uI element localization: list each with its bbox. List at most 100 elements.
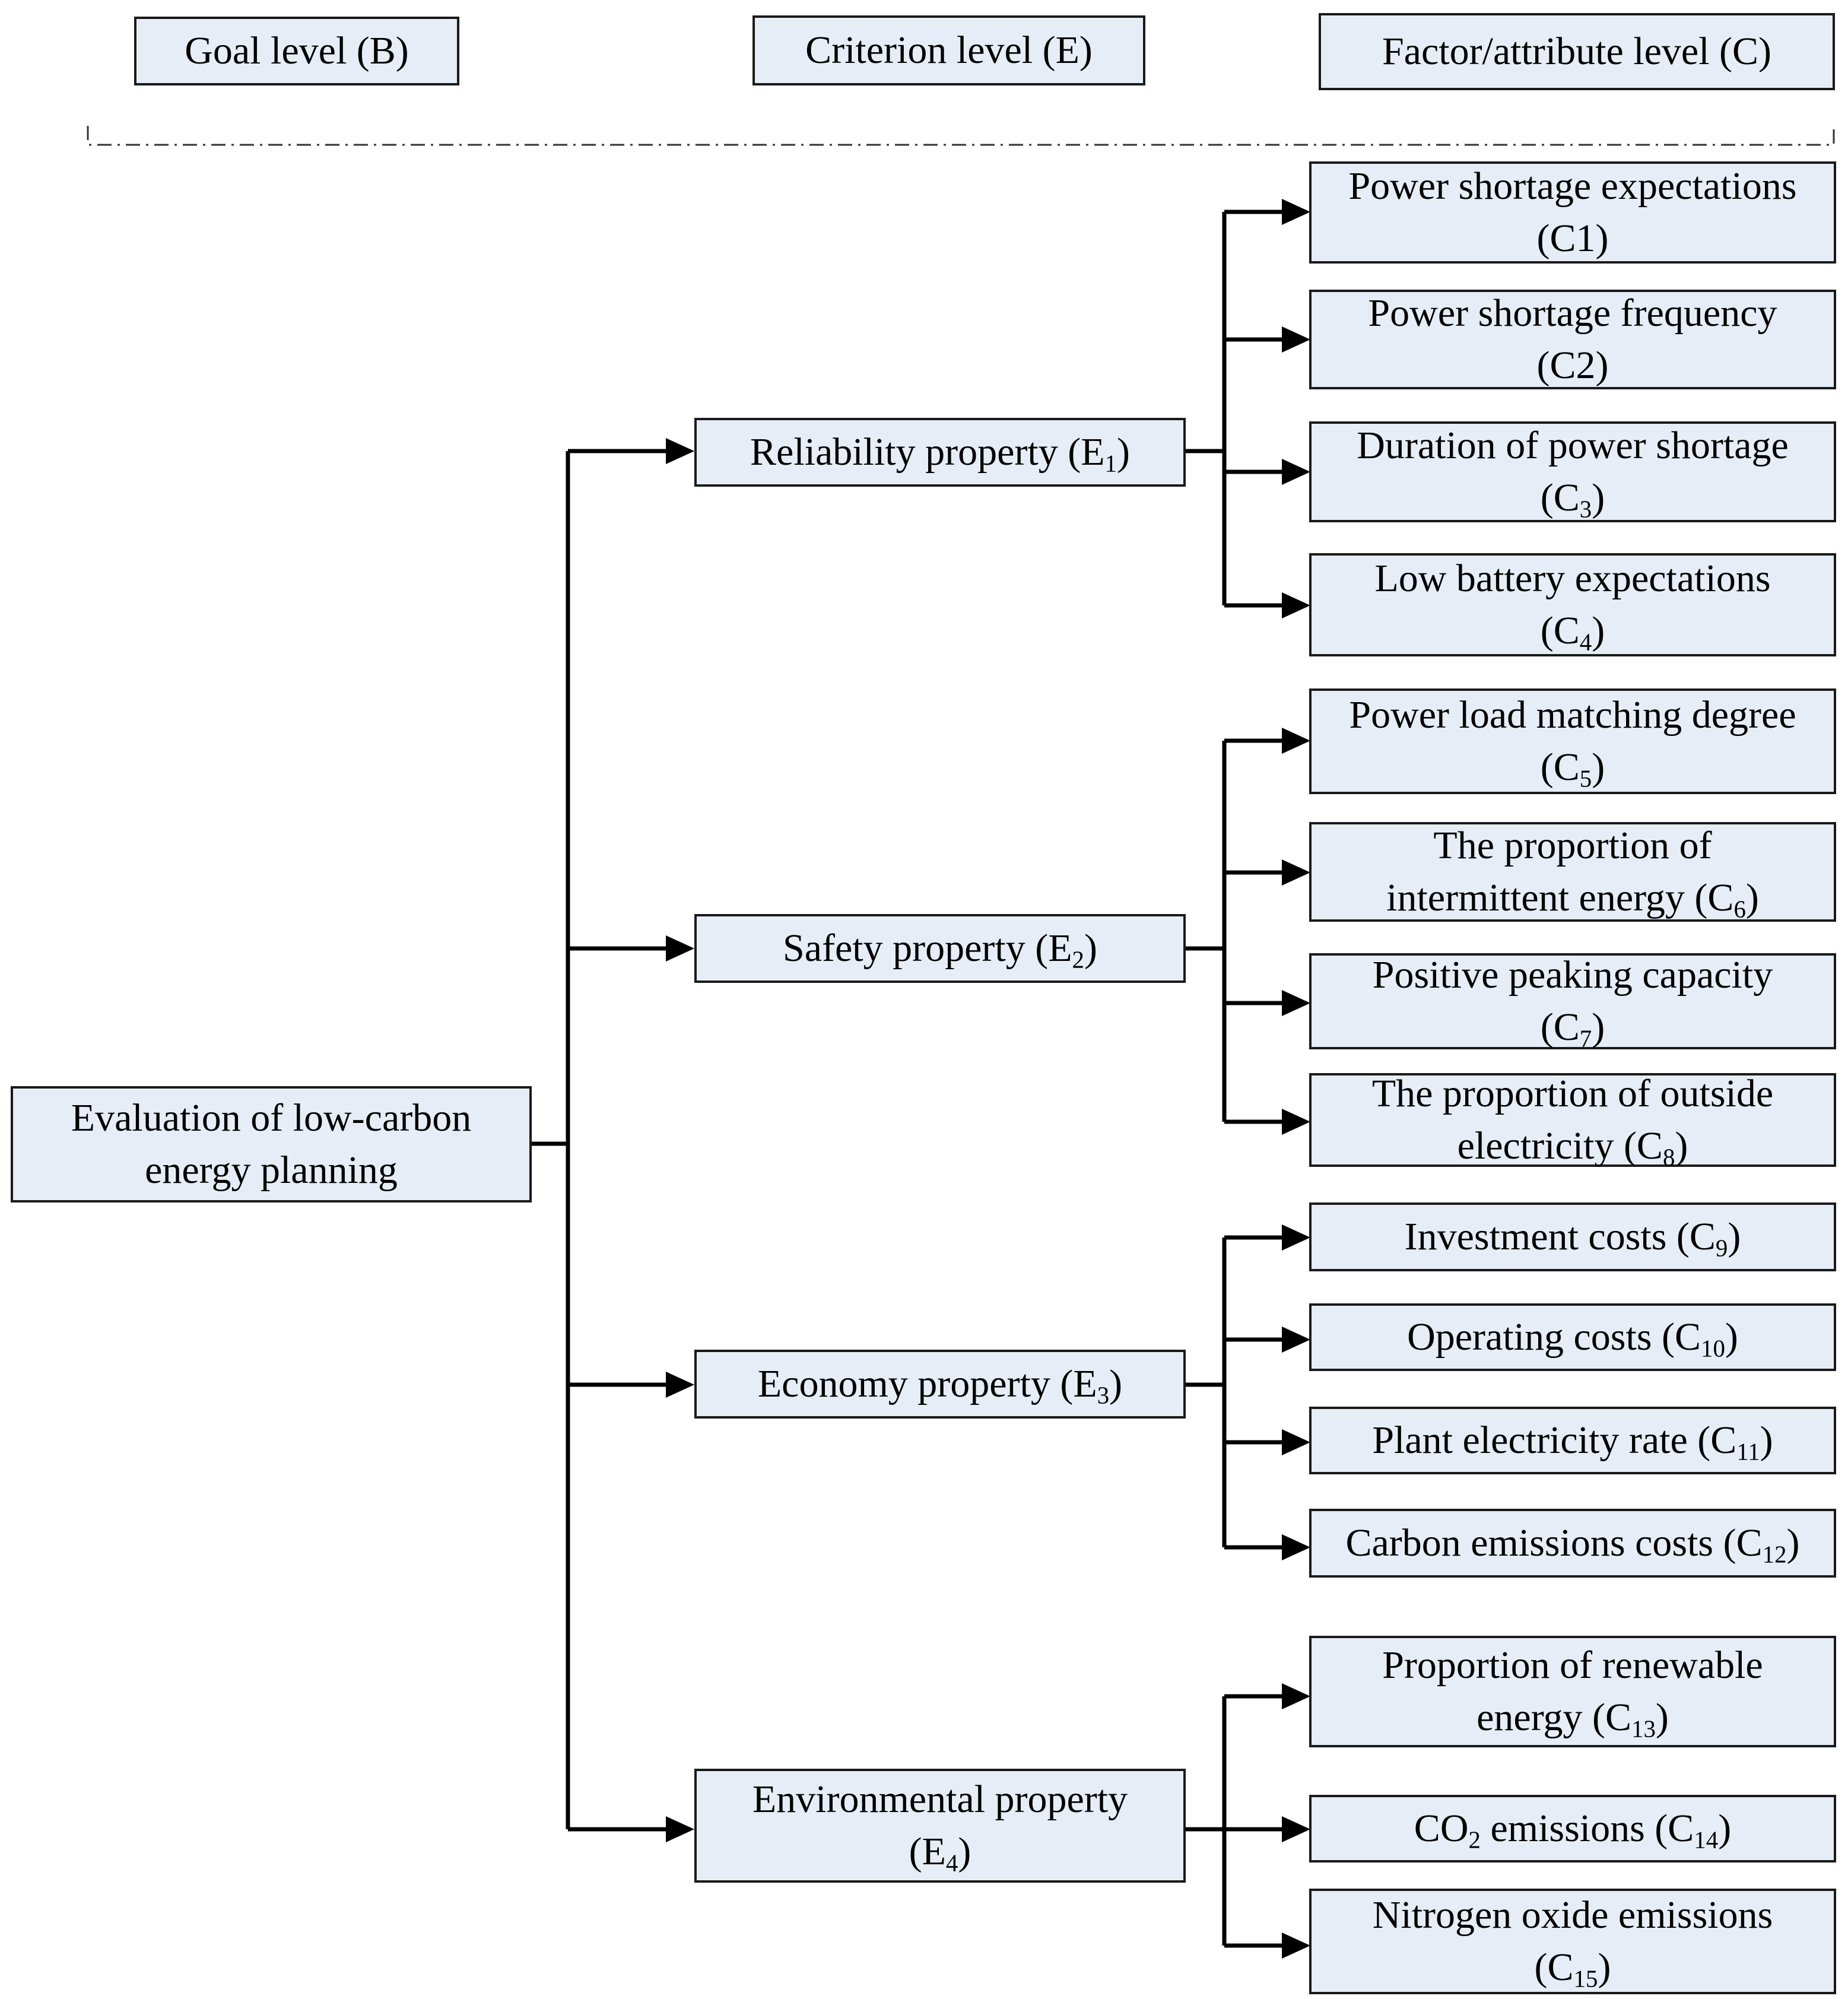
- factor-c5: Power load matching degree (C5): [1309, 688, 1836, 794]
- criterion-e3-sub: 3: [1097, 1382, 1110, 1409]
- factor-c5-open: (C: [1540, 745, 1580, 789]
- factor-c7: Positive peaking capacity (C7): [1309, 953, 1836, 1052]
- factor-c12-sub: 12: [1762, 1541, 1787, 1568]
- factor-c3-open: (C: [1540, 476, 1580, 519]
- factor-c5-line1: Power load matching degree: [1349, 693, 1796, 737]
- factor-c9-close: ): [1728, 1215, 1741, 1258]
- criterion-e4-label-line2: (E: [909, 1830, 946, 1873]
- factor-c3: Duration of power shortage (C3): [1309, 421, 1836, 522]
- factor-c6-line1: The proportion of: [1433, 824, 1712, 867]
- header-factor-label: Factor/attribute level (C): [1382, 30, 1772, 73]
- factor-c8: The proportion of outside electricity (C8…: [1309, 1072, 1836, 1171]
- factor-c13: Proportion of renewable energy (C13): [1309, 1636, 1836, 1747]
- header-goal-label: Goal level (B): [185, 29, 409, 72]
- factor-c10-sub: 10: [1701, 1335, 1725, 1362]
- factor-c13-sub: 13: [1631, 1715, 1656, 1743]
- criterion-e2-label: Safety property (E: [783, 926, 1072, 970]
- factor-c8-line2: electricity (C: [1457, 1124, 1663, 1167]
- factor-c3-sub: 3: [1579, 496, 1592, 523]
- e1-branch: [1186, 199, 1310, 618]
- factor-c4-close: ): [1592, 609, 1605, 652]
- factor-c4-line1: Low battery expectations: [1374, 557, 1771, 600]
- criterion-e4: Environmental property (E4): [694, 1769, 1186, 1883]
- factor-c15-sub: 15: [1573, 1965, 1598, 1992]
- goal-box: Evaluation of low-carbon energy planning: [11, 1086, 532, 1202]
- factor-c7-sub: 7: [1579, 1025, 1592, 1052]
- factor-c3-close: ): [1592, 476, 1605, 519]
- factor-c13-close: ): [1655, 1696, 1669, 1739]
- criteria-arrows: [568, 438, 694, 1842]
- factor-c11-sub: 11: [1736, 1438, 1760, 1465]
- factor-c14-close: ): [1718, 1807, 1732, 1850]
- factor-c1-line2: (C1): [1536, 217, 1609, 260]
- e2-branch: [1186, 728, 1310, 1135]
- factor-c14-pre-sub: 2: [1468, 1826, 1481, 1854]
- goal-line-2: energy planning: [145, 1148, 398, 1192]
- factor-c2-line2: (C2): [1536, 344, 1609, 387]
- factor-c14-pre: CO: [1414, 1807, 1469, 1850]
- factor-c6-line2: intermittent energy (C: [1386, 876, 1734, 919]
- criterion-e2: Safety property (E2): [694, 914, 1186, 983]
- factor-c14-sub: 14: [1694, 1826, 1719, 1854]
- criterion-e2-close: ): [1084, 926, 1097, 970]
- factor-c13-line1: Proportion of renewable: [1382, 1643, 1763, 1687]
- factor-c11-label: Plant electricity rate (C: [1372, 1419, 1737, 1462]
- factor-c14: CO2 emissions (C14): [1309, 1795, 1836, 1862]
- header-goal-level: Goal level (B): [134, 17, 459, 85]
- factor-c12-close: ): [1786, 1521, 1800, 1565]
- criterion-e3-close: ): [1109, 1362, 1123, 1405]
- factor-c8-close: ): [1675, 1124, 1688, 1167]
- factor-c5-sub: 5: [1579, 765, 1592, 792]
- factor-c8-sub: 8: [1662, 1144, 1675, 1171]
- criterion-e3-label: Economy property (E: [757, 1362, 1097, 1405]
- factor-c12-label: Carbon emissions costs (C: [1345, 1521, 1763, 1565]
- factor-c10-close: ): [1725, 1315, 1738, 1359]
- criterion-e4-close: ): [958, 1830, 971, 1873]
- factor-c6-close: ): [1745, 876, 1759, 919]
- factor-c1-line1: Power shortage expectations: [1348, 164, 1797, 208]
- criterion-e4-sub: 4: [945, 1849, 958, 1877]
- factor-c9-label: Investment costs (C: [1404, 1215, 1716, 1258]
- factor-c7-close: ): [1592, 1005, 1605, 1049]
- criterion-e4-label-line1: Environmental property: [752, 1778, 1128, 1821]
- factor-c11-close: ): [1760, 1419, 1773, 1462]
- factor-c11: Plant electricity rate (C11): [1309, 1407, 1836, 1474]
- factor-c2-line1: Power shortage frequency: [1368, 291, 1777, 335]
- e4-branch: [1186, 1683, 1310, 1959]
- criterion-e1: Reliability property (E1): [694, 418, 1186, 487]
- factor-c3-line1: Duration of power shortage: [1357, 424, 1789, 467]
- criterion-e1-sub: 1: [1104, 450, 1117, 477]
- factor-c1: Power shortage expectations (C1): [1309, 161, 1836, 264]
- criterion-e1-close: ): [1116, 430, 1130, 474]
- factor-c14-label: emissions (C: [1480, 1807, 1694, 1850]
- factor-c2: Power shortage frequency (C2): [1309, 290, 1836, 389]
- factor-c15-open: (C: [1534, 1946, 1574, 1989]
- factor-c15-line1: Nitrogen oxide emissions: [1372, 1893, 1773, 1937]
- header-separator: [87, 126, 1835, 146]
- factor-c5-close: ): [1592, 745, 1605, 789]
- factor-c8-line1: The proportion of outside: [1371, 1072, 1774, 1115]
- header-factor-level: Factor/attribute level (C): [1319, 13, 1835, 90]
- factor-c13-line2: energy (C: [1477, 1696, 1631, 1739]
- factor-c15-close: ): [1598, 1946, 1611, 1989]
- goal-line-1: Evaluation of low-carbon: [71, 1096, 472, 1140]
- factor-c4-open: (C: [1540, 609, 1580, 652]
- factor-c15: Nitrogen oxide emissions (C15): [1309, 1889, 1836, 1994]
- factor-c10-label: Operating costs (C: [1407, 1315, 1701, 1359]
- header-criterion-level: Criterion level (E): [752, 15, 1145, 85]
- factor-c6: The proportion of intermittent energy (C6…: [1309, 822, 1836, 922]
- criterion-e3: Economy property (E3): [694, 1350, 1186, 1419]
- e3-branch: [1186, 1224, 1310, 1560]
- factor-c7-open: (C: [1540, 1005, 1580, 1049]
- factor-c10: Operating costs (C10): [1309, 1303, 1836, 1371]
- factor-c12: Carbon emissions costs (C12): [1309, 1509, 1836, 1578]
- factor-c7-line1: Positive peaking capacity: [1372, 953, 1773, 997]
- factor-c4-sub: 4: [1579, 629, 1592, 656]
- factor-c9: Investment costs (C9): [1309, 1202, 1836, 1271]
- header-criterion-label: Criterion level (E): [805, 28, 1093, 72]
- factor-c9-sub: 9: [1715, 1235, 1728, 1262]
- factor-c6-sub: 6: [1733, 896, 1746, 923]
- criterion-e2-sub: 2: [1072, 946, 1084, 973]
